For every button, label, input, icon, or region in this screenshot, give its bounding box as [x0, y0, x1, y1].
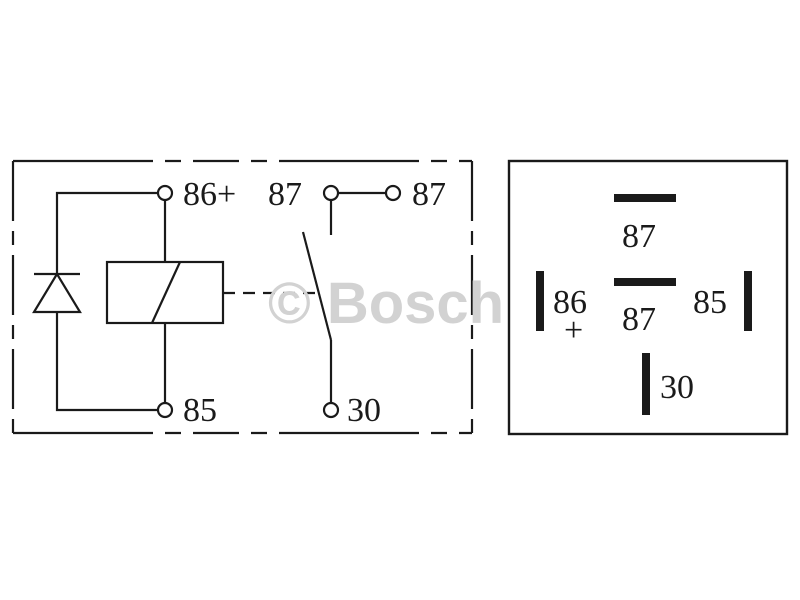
pin-30-blade	[642, 353, 650, 415]
diode-symbol	[32, 271, 82, 314]
schematic-housing	[11, 159, 474, 435]
pinout-housing	[507, 159, 789, 436]
pin-85-label: 85	[693, 284, 727, 321]
bosch-watermark: © Bosch	[268, 271, 504, 336]
schematic	[11, 159, 474, 435]
pinout: 87 87 86 + 85 30	[507, 159, 789, 436]
pin-86-plus-sign: +	[564, 312, 583, 349]
pin-87-top-blade	[614, 194, 676, 202]
terminal-30-circle	[322, 401, 340, 419]
terminal-85-circle	[156, 401, 174, 419]
pin-87-mid-label: 87	[622, 301, 656, 338]
relay-coil	[105, 260, 225, 325]
pin-86-label: 86	[553, 284, 587, 321]
pin-30-label: 30	[660, 369, 694, 406]
terminal-87-out-circle	[384, 184, 402, 202]
switch-blade	[301, 231, 333, 341]
schematic-labels: 86+ 87 87 85 30	[183, 176, 446, 429]
terminal-87-contact-label: 87	[268, 176, 302, 213]
pin-85-blade	[744, 271, 752, 331]
terminal-85-label: 85	[183, 392, 217, 429]
pin-87-mid-blade	[614, 278, 676, 286]
terminal-30-label: 30	[347, 392, 381, 429]
terminal-86-label: 86+	[183, 176, 236, 213]
pin-87-top-label: 87	[622, 218, 656, 255]
pin-86-blade	[536, 271, 544, 331]
terminal-87-out-label: 87	[412, 176, 446, 213]
terminal-86-circle	[156, 184, 174, 202]
terminal-87-contact-circle	[322, 184, 340, 202]
